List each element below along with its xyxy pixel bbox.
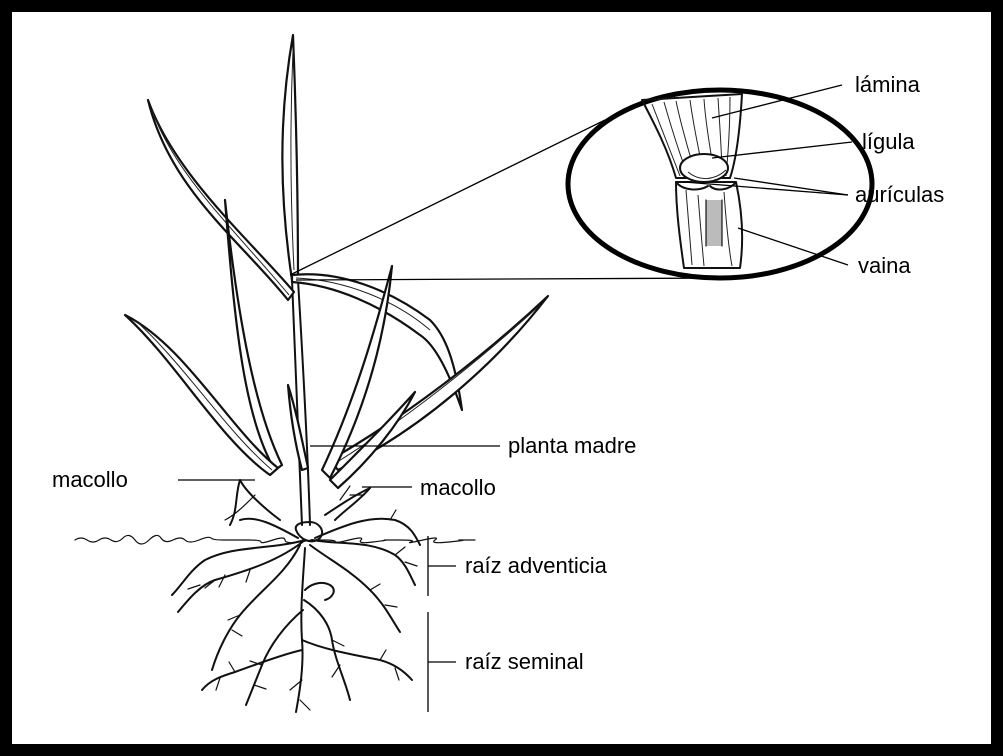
zoom-line-lower: [296, 278, 735, 280]
ligule-detail-inset: [568, 90, 872, 278]
adventitious-roots: [172, 510, 420, 670]
main-stem: [292, 280, 310, 525]
label-raiz-seminal: raíz seminal: [465, 649, 584, 674]
label-raiz-adventicia: raíz adventicia: [465, 553, 608, 578]
seminal-roots: [202, 548, 412, 712]
label-vaina: vaina: [858, 253, 911, 278]
label-planta-madre: planta madre: [508, 433, 636, 458]
label-ligula: lígula: [862, 129, 915, 154]
crown: [296, 522, 322, 541]
zoom-line-upper: [290, 120, 605, 275]
label-macollo-left: macollo: [52, 467, 128, 492]
label-lamina: lámina: [855, 72, 921, 97]
leaves: [125, 35, 548, 488]
label-macollo-right: macollo: [420, 475, 496, 500]
label-auriculas: aurículas: [855, 182, 944, 207]
